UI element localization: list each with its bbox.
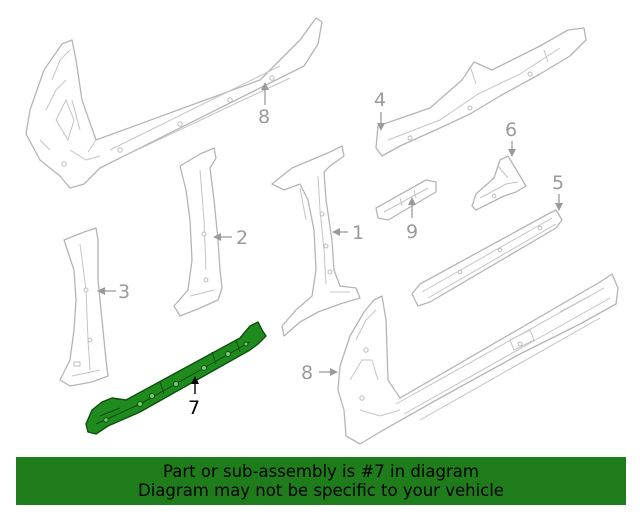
exploded-parts-diagram: 8 4 6 9 (25, 17, 619, 445)
part-8-upper-side-frame[interactable] (25, 17, 323, 189)
part-4-roof-rail[interactable] (375, 27, 587, 157)
part-2-b-pillar-reinforcement[interactable] (173, 147, 223, 317)
banner-line-part-number: Part or sub-assembly is #7 in diagram (163, 462, 479, 481)
part-1-b-pillar-outer[interactable] (271, 145, 361, 337)
callout-1[interactable]: 1 (352, 222, 364, 244)
callout-9[interactable]: 9 (406, 221, 418, 243)
callout-2[interactable]: 2 (236, 227, 248, 249)
part-6-bracket[interactable] (471, 155, 527, 211)
callout-3[interactable]: 3 (118, 281, 130, 303)
arrow-6 (508, 149, 516, 157)
callout-7[interactable]: 7 (188, 397, 200, 419)
part-9-reinforcement[interactable] (375, 179, 437, 221)
arrow-3 (97, 287, 105, 295)
part-8-lower-side-frame[interactable] (337, 273, 619, 445)
arrow-2 (213, 233, 221, 241)
callout-4[interactable]: 4 (374, 89, 386, 111)
arrow-7 (191, 376, 199, 384)
callout-6[interactable]: 6 (505, 119, 517, 141)
callout-5[interactable]: 5 (552, 172, 564, 194)
arrow-1 (332, 228, 340, 236)
info-banner: Part or sub-assembly is #7 in diagram Di… (16, 457, 626, 505)
arrow-4 (377, 123, 385, 131)
callout-8-bottom[interactable]: 8 (301, 362, 313, 384)
part-5-rocker-reinforcement[interactable] (411, 209, 563, 307)
callout-8-top[interactable]: 8 (258, 106, 270, 128)
arrow-8-bottom (330, 368, 338, 376)
arrow-8-top (261, 82, 269, 90)
part-7-highlighted[interactable] (85, 321, 267, 435)
arrow-9 (408, 197, 416, 205)
part-3-b-pillar-inner[interactable] (59, 227, 109, 387)
arrow-5 (555, 203, 563, 211)
banner-line-disclaimer: Diagram may not be specific to your vehi… (138, 481, 504, 500)
